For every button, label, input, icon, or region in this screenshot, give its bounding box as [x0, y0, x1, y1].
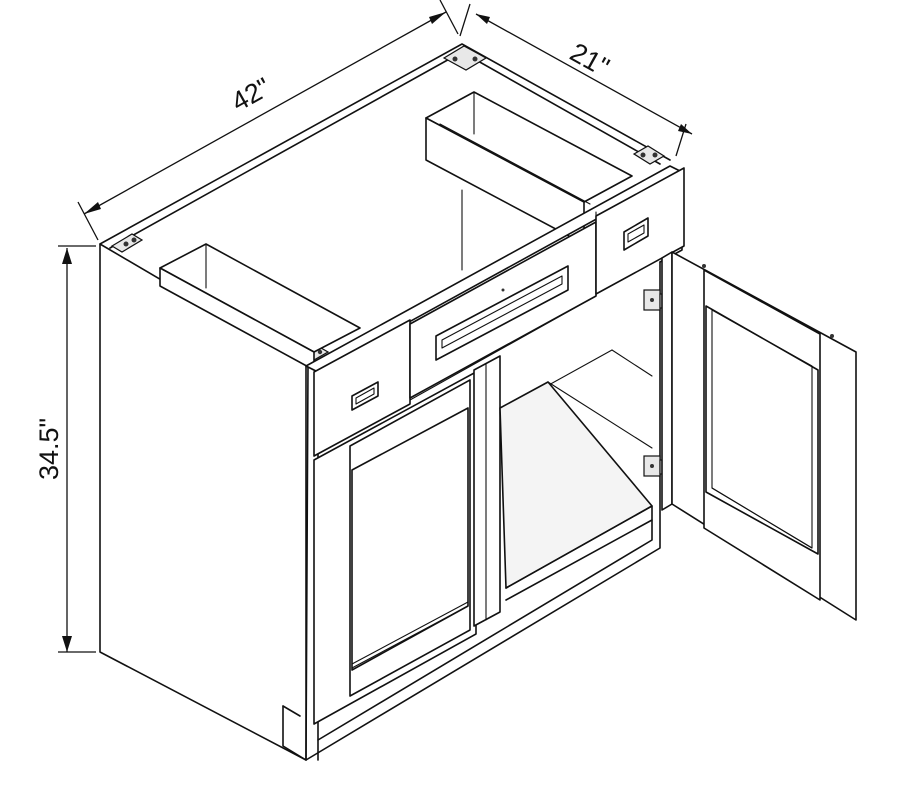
door-right[interactable]: [661, 251, 857, 621]
cabinet-box: [99, 43, 857, 761]
corner-bracket-back: [442, 45, 488, 71]
interior-opening: [499, 349, 653, 601]
door-left[interactable]: [313, 371, 477, 725]
width-dimension-label: 42": [226, 72, 275, 117]
width-dimension: 42": [77, 0, 459, 241]
drawer-center[interactable]: [409, 221, 597, 399]
depth-dimension-label: 21": [565, 37, 614, 82]
center-stile: [473, 355, 501, 627]
drawer-right[interactable]: [595, 167, 685, 295]
corner-bracket-front-left: [110, 233, 144, 253]
top-stretcher-right: [425, 91, 633, 245]
corner-bracket-back-right: [632, 145, 666, 165]
height-dimension-label: 34.5": [34, 418, 64, 480]
height-dimension: 34.5": [34, 245, 96, 653]
drawer-left[interactable]: [313, 319, 411, 457]
interior-shelf-bottom: [499, 381, 653, 589]
drawer-center-pull[interactable]: [435, 265, 569, 361]
